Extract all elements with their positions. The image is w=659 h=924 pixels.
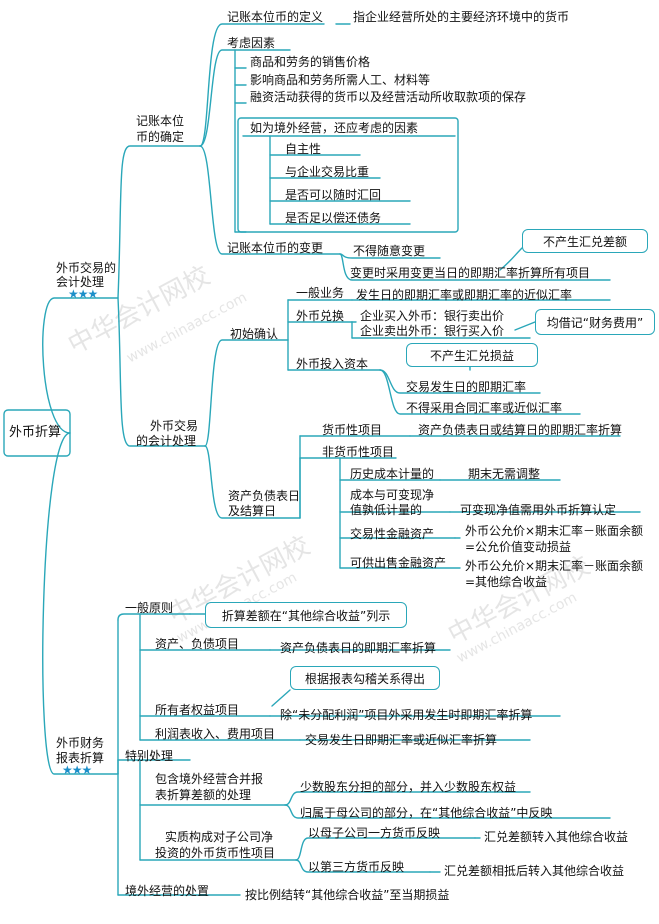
special-label: 特别处理 [125, 749, 174, 763]
assets-text: 资产负债表日的即期汇率折算 [280, 641, 437, 655]
sp1-line1: 包含境外经营合并报 [155, 772, 264, 786]
b-title-line2: 的会计处理 [136, 434, 197, 448]
s1-stars-icon: ★★★ [68, 287, 98, 301]
bsdate-line2: 及结算日 [228, 504, 277, 518]
monetary-label: 货币性项目 [322, 423, 383, 437]
income-label: 利润表收入、费用项目 [155, 727, 276, 741]
no-difference-callout: 不产生汇兑差额 [522, 229, 648, 253]
general-text: 发生日的即期汇率或即期汇率的近似汇率 [356, 288, 573, 302]
sp2a: 以母子公司一方货币反映 [308, 826, 441, 840]
overseas-label: 如为境外经营，还应考虑的因素 [250, 121, 419, 135]
assets-label: 资产、负债项目 [155, 637, 240, 651]
trading-asset-text2: =公允价值变动损益 [465, 540, 572, 554]
exchange-1: 企业买入外币：银行卖出价 [360, 309, 505, 323]
monetary-text: 资产负债表日或结算日的即期汇率折算 [418, 423, 623, 437]
equity-label: 所有者权益项目 [155, 703, 240, 717]
change-1: 不得随意变更 [353, 244, 426, 258]
factor-2: 影响商品和劳务所需人工、材料等 [250, 73, 431, 87]
factor-1: 商品和劳务的销售价格 [250, 55, 371, 69]
trading-asset-text1: 外币公允价×期末汇率－账面余额 [465, 524, 644, 538]
s2-general-label: 一般原则 [125, 601, 174, 615]
sp2b: 以第三方货币反映 [308, 860, 405, 874]
a-title-line1: 记账本位 [136, 114, 185, 128]
no-gain-loss-callout: 不产生汇兑损益 [406, 343, 538, 367]
s2-title-line2: 报表折算 [56, 751, 105, 765]
capital-1: 交易发生日的即期汇率 [406, 380, 527, 394]
sp1a: 少数股东分担的部分，并入少数股东权益 [300, 780, 517, 794]
overseas-3: 是否可以随时汇回 [285, 188, 382, 202]
exchange-2: 企业卖出外币：银行买入价 [360, 324, 505, 338]
overseas-1: 自主性 [285, 142, 322, 156]
s2-stars-icon: ★★★ [62, 763, 92, 777]
bsdate-line1: 资产负债表日 [228, 489, 301, 503]
sp2-line1: 实质构成对子公司净 [165, 830, 274, 844]
sp2a-text: 汇兑差额转入其他综合收益 [484, 830, 629, 844]
general-label: 一般业务 [296, 286, 345, 300]
change-label: 记账本位币的变更 [227, 241, 324, 255]
def-label: 记账本位币的定义 [227, 10, 324, 24]
oci-callout: 折算差额在“其他综合收益”列示 [205, 602, 407, 628]
initial-label: 初始确认 [230, 327, 279, 341]
afs-asset-text1: 外币公允价×期末汇率－账面余额 [465, 559, 644, 573]
lcm-line1: 成本与可变现净 [350, 488, 435, 502]
capital-label: 外币投入资本 [296, 357, 369, 371]
equity-callout: 根据报表勾稽关系得出 [290, 666, 440, 690]
sp1-line2: 表折算差额的处理 [155, 788, 252, 802]
lcm-line2: 值孰低计量的 [350, 503, 423, 517]
finance-cost-callout: 均借记“财务费用” [535, 309, 655, 335]
b-title-line1: 外币交易 [150, 419, 199, 433]
trading-asset-label: 交易性金融资产 [350, 527, 435, 541]
s1-title-line2: 会计处理 [56, 275, 105, 289]
historical-cost-text: 期末无需调整 [468, 467, 541, 481]
overseas-2: 与企业交易比重 [285, 165, 370, 179]
s2-title-line1: 外币财务 [56, 736, 105, 750]
capital-2: 不得采用合同汇率或近似汇率 [406, 401, 563, 415]
factors-label: 考虑因素 [227, 36, 276, 50]
overseas-4: 是否足以偿还债务 [285, 211, 382, 225]
sp2-line2: 投资的外币货币性项目 [155, 846, 276, 860]
a-title-line2: 币的确定 [136, 130, 185, 144]
equity-text: 除“未分配利润”项目外采用发生时即期汇率折算 [280, 708, 533, 722]
disposal-text: 按比例结转“其他综合收益”至当期损益 [245, 888, 450, 902]
exchange-label: 外币兑换 [296, 309, 345, 323]
sp1b: 归属于母公司的部分，在“其他综合收益”中反映 [300, 806, 553, 820]
sp2b-text: 汇兑差额相抵后转入其他综合收益 [444, 864, 625, 878]
afs-asset-label: 可供出售金融资产 [350, 556, 447, 570]
root-node: 外币折算 [9, 425, 62, 440]
nonmonetary-label: 非货币性项目 [322, 445, 395, 459]
historical-cost-label: 历史成本计量的 [350, 467, 435, 481]
afs-asset-text2: =其他综合收益 [465, 575, 548, 589]
lcm-text: 可变现净值需用外币折算认定 [460, 503, 617, 517]
def-text: 指企业经营所处的主要经济环境中的货币 [353, 10, 570, 24]
income-text: 交易发生日即期汇率或近似汇率折算 [305, 733, 498, 747]
s1-title-line1: 外币交易的 [56, 261, 117, 275]
change-2: 变更时采用变更当日的即期汇率折算所有项目 [350, 266, 591, 280]
factor-3: 融资活动获得的货币以及经营活动所收取款项的保存 [250, 90, 527, 104]
disposal-label: 境外经营的处置 [125, 884, 210, 898]
